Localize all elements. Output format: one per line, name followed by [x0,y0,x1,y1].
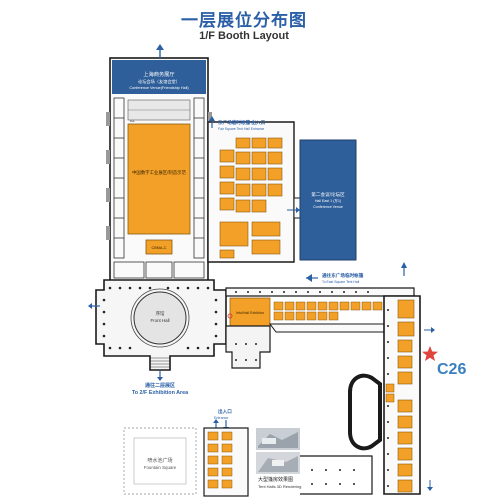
sub-hall-block[interactable] [145,239,173,255]
page-title: 一层展位分布图 [181,11,307,31]
side-arrow-bottom [427,480,433,491]
tent-rendering-en: Tent Halls 3D Rendering [258,484,301,489]
top-entrance-arrow [156,44,164,58]
to-2f-label-cn: 通往二层展区 [145,382,175,389]
corridor-booths [273,301,383,321]
entrance-top-arrow [209,116,215,128]
side-arrow-right [424,327,435,333]
fountain-cn: 喷水池广场 [147,457,172,464]
front-hall-label: Front Hall [150,318,169,323]
west-lower-rooms [113,261,205,279]
east-tower-columns [387,309,389,487]
tent-hall-booths [207,431,233,489]
to-2f-arrow [157,370,163,381]
middle-block-label: Info/Hall Exhibitor [236,311,265,315]
sub-hall-label: CBMA-C [152,246,167,250]
c26-location-marker-icon[interactable] [422,346,438,361]
front-hall-cn: 序馆 [156,310,165,317]
tent-rendering-cn: 大型篷房效果图 [258,476,293,483]
to-east-tent-en: To East Square Tent Hall [322,280,360,284]
to-east-tent-cn: 通往东广场临时帐篷 [322,272,364,279]
fountain-square [123,427,197,495]
entrance-bottom-cn: 出入口 [218,408,232,415]
to-east-tent-arrow [306,262,407,282]
tent-rendering-image [256,428,300,474]
east-tower-booths [397,299,415,493]
middle-exhibition-block[interactable] [229,297,271,327]
entrance-bottom-en: Entrance [214,416,228,420]
main-hall-code: A1 [130,118,136,123]
front-hall-columns [102,286,218,350]
corridor-dots [235,291,369,293]
conference-venue-cn: 上海商务展厅 [143,70,174,78]
conference-venue[interactable] [112,60,206,94]
second-conference-venue[interactable] [299,139,357,261]
conference-venue-en: Conference Venue(Friendship Hall) [129,86,189,90]
front-hall-dome[interactable] [133,291,187,345]
main-exhibition-hall[interactable] [127,123,191,235]
entrance-top-en: Fair Square Tent Hall Entrance [218,127,264,131]
east-wing-booths [219,137,283,259]
main-hall-label: 中国数字工业展区/制造示范 [132,169,187,176]
c26-booth-label: C26 [437,361,467,378]
second-conf-cn: 第二会议/论坛区 [311,191,345,198]
second-conf-en: Conference Venue [313,205,343,209]
arched-hall-outline [348,373,382,451]
second-conf-hall: Hall East 1 (东1) [315,198,341,203]
to-2f-label-en: To 2/F Exhibition Area [132,390,189,396]
connector-arrow [287,207,300,213]
page-subtitle: 1/F Booth Layout [199,30,289,42]
conference-venue-sub: 论坛会场（友谊会堂） [138,78,180,85]
fountain-en: Fountain Square [144,465,177,470]
west-side-columns [113,97,205,259]
entrance-top-cn: 东广场临时帐篷 出入口 [218,119,266,126]
west-side-entrance-arrow [88,303,100,309]
front-stairs [150,357,170,368]
